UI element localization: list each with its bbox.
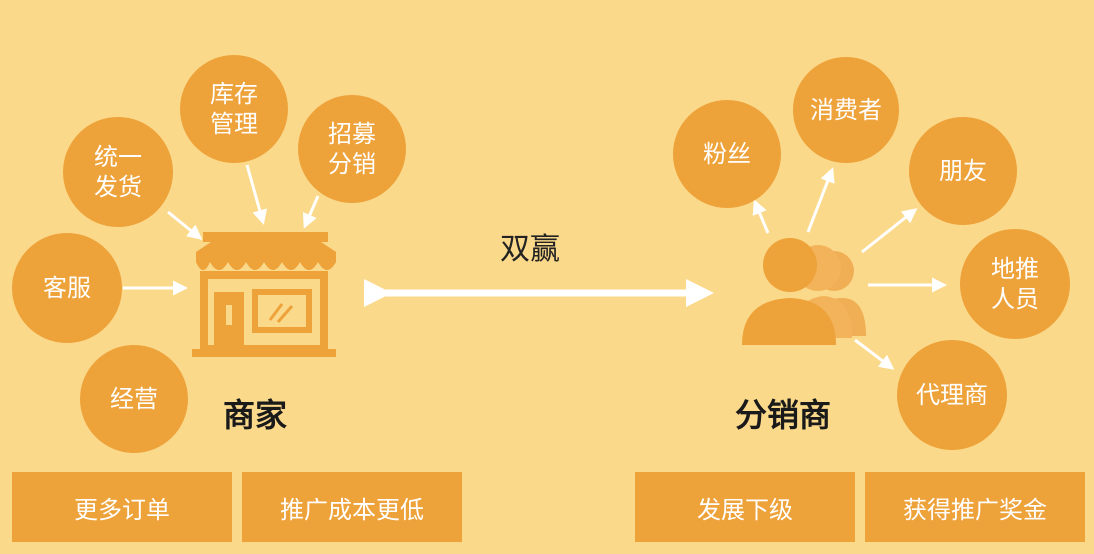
arrow-agents: [854, 338, 895, 370]
node-operation: 经营: [80, 345, 188, 453]
node-recruit-distributors: 招募 分销: [298, 95, 406, 203]
lower-cost-button: 推广成本更低: [242, 472, 462, 542]
win-win-label: 双赢: [500, 232, 560, 267]
people-icon: [742, 238, 866, 345]
store-icon: [192, 232, 336, 357]
merchant-title: 商家: [223, 396, 288, 434]
node-agents: 代理商: [897, 340, 1007, 450]
more-orders-button: 更多订单: [12, 472, 232, 542]
distributor-title: 分销商: [735, 396, 832, 434]
get-bonus-button: 获得推广奖金: [865, 472, 1085, 542]
arrow-inventory: [245, 164, 267, 225]
node-ground-promoters: 地推 人员: [960, 229, 1070, 339]
node-unified-shipping: 统一 发货: [63, 117, 173, 227]
arrow-recruit: [302, 195, 320, 229]
arrow-fans: [752, 199, 770, 234]
node-customer-service: 客服: [12, 233, 122, 343]
arrow-consumers: [806, 167, 835, 233]
node-friends: 朋友: [909, 117, 1017, 225]
develop-subordinates-button: 发展下级: [635, 472, 855, 542]
arrow-friends: [861, 208, 918, 254]
node-inventory-management: 库存 管理: [180, 55, 288, 163]
arrow-unified-shipping: [167, 210, 203, 240]
node-fans: 粉丝: [673, 100, 781, 208]
node-consumers: 消费者: [793, 57, 899, 163]
